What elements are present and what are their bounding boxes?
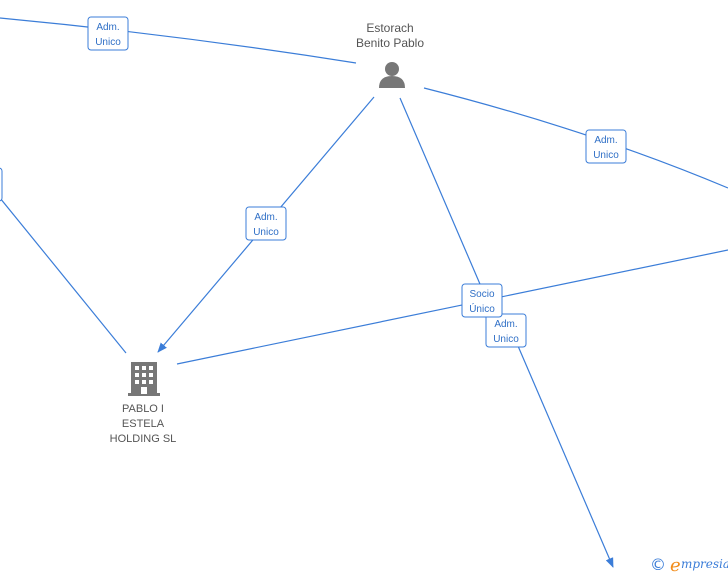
edge-label-line2: Único (469, 302, 495, 315)
company-name-line3: HOLDING SL (110, 433, 177, 445)
brand-logo-initial: e (670, 555, 681, 575)
company-name-line1: PABLO I (122, 403, 164, 415)
company-name-line2: ESTELA (122, 418, 165, 430)
building-icon (128, 362, 160, 396)
edge-label-adm-unico-right: Adm. Unico (585, 129, 627, 164)
company-node[interactable]: PABLO I ESTELA HOLDING SL (110, 362, 177, 445)
edge-label-line1: Adm. (494, 319, 517, 330)
edge-left-to-company (0, 197, 127, 354)
edge-label-line1: Socio (469, 289, 494, 300)
person-name-line2: Benito Pablo (356, 36, 424, 50)
copyright-icon: © (650, 555, 666, 574)
edge-top-arc (0, 17, 357, 64)
edge-person-to-bottom (399, 97, 493, 313)
person-icon (379, 62, 405, 88)
edge-label-adm-unico-top: Adm. Unico (87, 16, 129, 51)
person-node[interactable]: Estorach Benito Pablo (356, 21, 424, 88)
edge-to-bottom-arrow (517, 345, 614, 568)
edge-label-adm-unico-bottom: Adm. Unico (485, 313, 527, 348)
edge-label-line1: Adm. (254, 212, 277, 223)
edge-label-line2: Unico (253, 227, 279, 238)
edge-right-to-company (176, 249, 728, 365)
edge-right-arc (423, 87, 728, 189)
empresia-watermark: © e mpresia (650, 555, 728, 575)
edge-label-line2: Unico (95, 37, 121, 48)
edge-label-adm-unico-left: Adm. Unico (245, 206, 287, 241)
edge-label-box-clipped (0, 167, 3, 202)
edge-label-socio-unico: Socio Único (461, 283, 503, 318)
brand-logo-text: mpresia (681, 557, 728, 571)
edge-label-line2: Unico (593, 150, 619, 161)
edge-label-line1: Adm. (96, 22, 119, 33)
edge-label-line2: Unico (493, 334, 519, 345)
edge-label-line1: Adm. (594, 135, 617, 146)
person-name-line1: Estorach (366, 21, 413, 35)
